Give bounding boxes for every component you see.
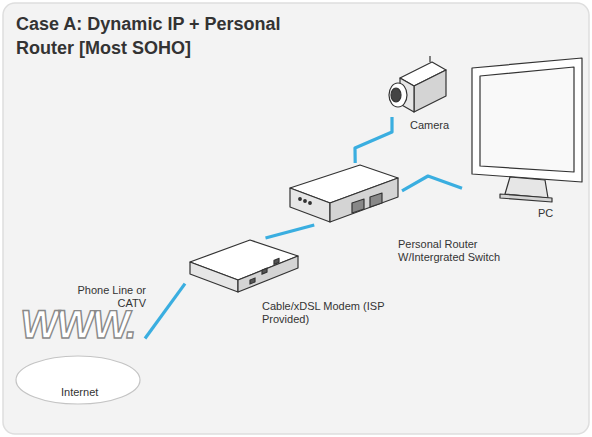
device-label: PC (538, 207, 578, 220)
device-label: Cable/xDSL Modem (ISP Provided) (262, 300, 387, 326)
modem-device (190, 240, 298, 292)
device-label: Personal Router W/Intergrated Switch (398, 238, 533, 264)
internet-node: WWW.Internet (15, 300, 145, 410)
internet-cloud (16, 356, 140, 404)
router-node: Personal Router W/Intergrated Switch (285, 163, 402, 225)
monitor-device (472, 58, 582, 202)
device-label: Internet (61, 386, 131, 399)
modem-node: Cable/xDSL Modem (ISP Provided) (185, 238, 300, 295)
panel (3, 3, 589, 434)
device-label: Camera (410, 119, 470, 132)
camera-device (389, 56, 446, 112)
pc-node: PC (462, 55, 587, 203)
camera-node: Camera (378, 55, 448, 117)
network-cable (355, 117, 392, 163)
diagram-title: Case A: Dynamic IP + Personal Router [Mo… (16, 12, 291, 60)
network-cable (266, 225, 315, 238)
router-device (290, 165, 398, 222)
network-cable (402, 176, 462, 191)
network-cable (145, 284, 185, 339)
line-label: Phone Line or CATV (66, 284, 148, 310)
